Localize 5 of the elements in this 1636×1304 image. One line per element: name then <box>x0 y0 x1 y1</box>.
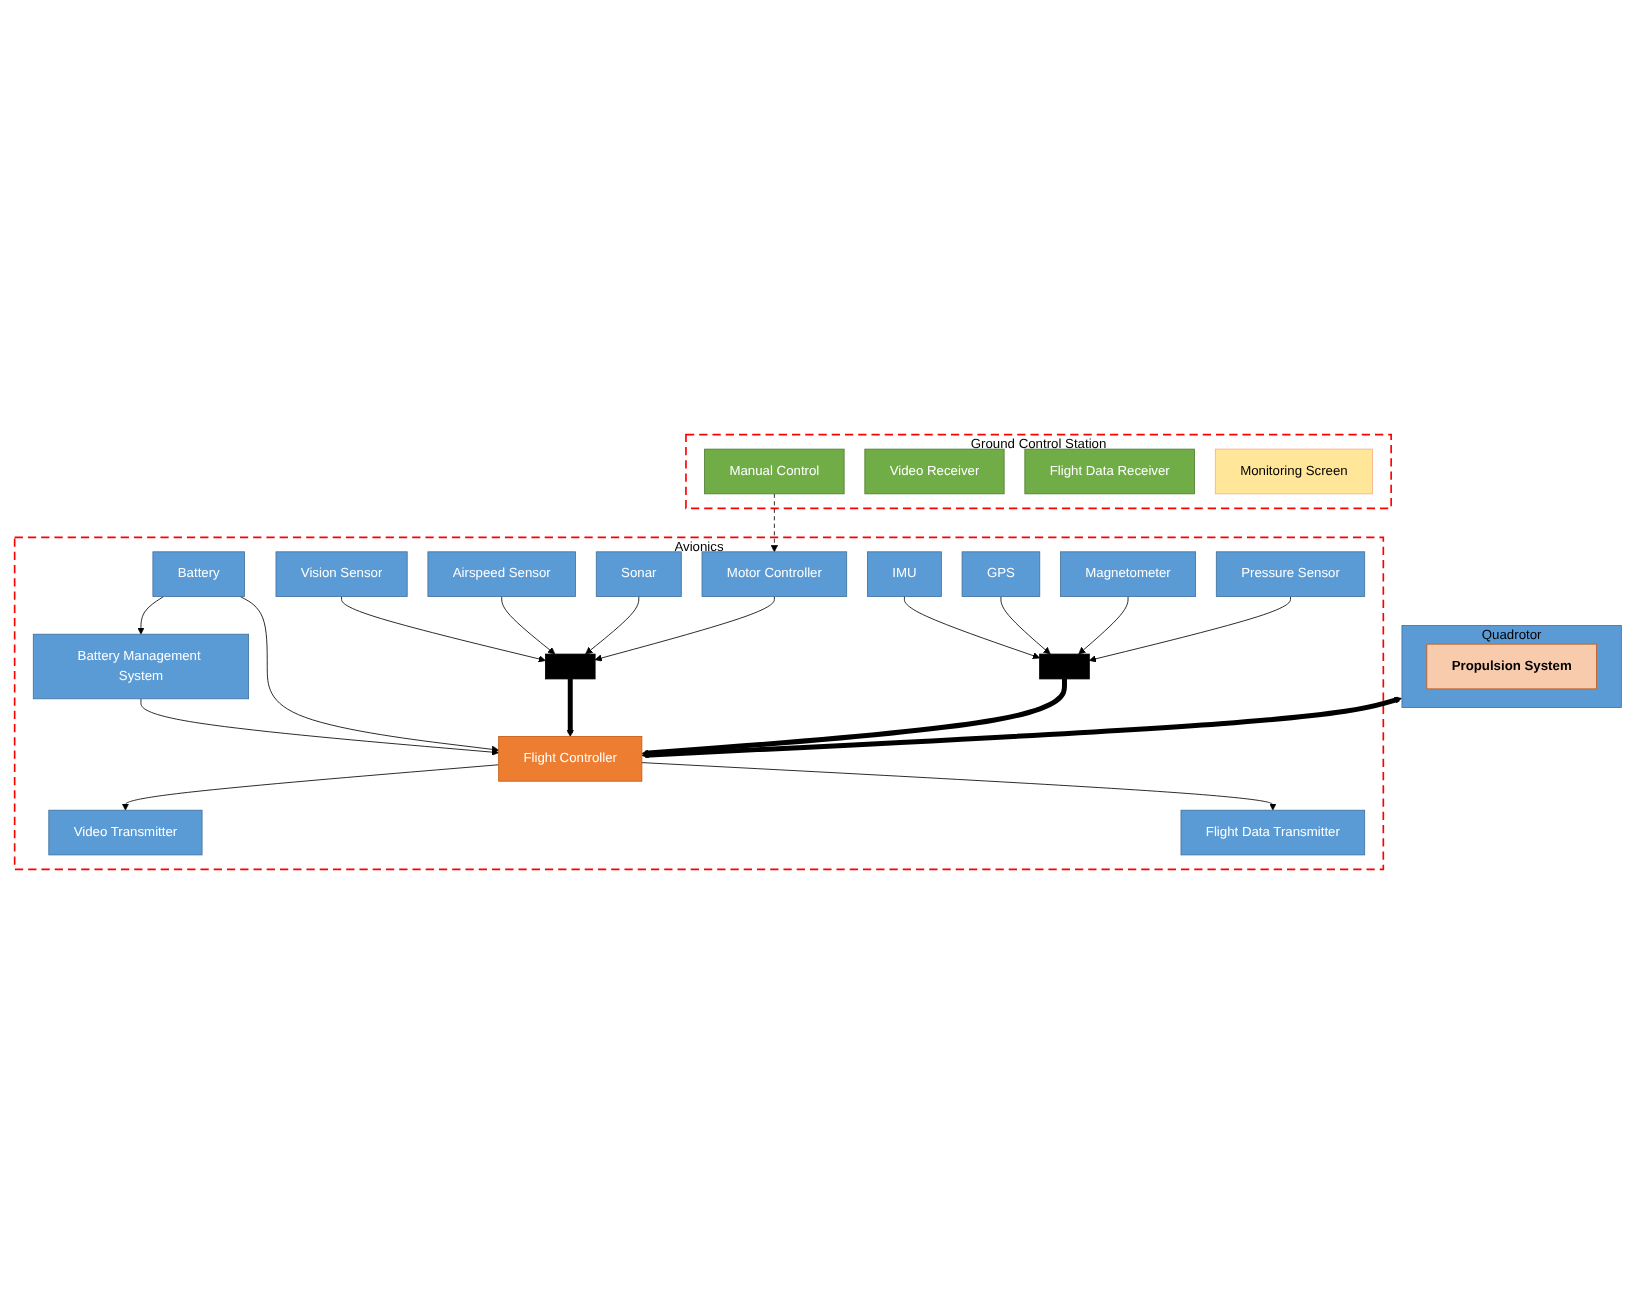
arrow <box>641 696 1402 759</box>
node-bar <box>545 653 596 680</box>
arrow <box>641 678 1067 757</box>
node-bar <box>1039 653 1090 680</box>
arrow <box>566 678 574 737</box>
